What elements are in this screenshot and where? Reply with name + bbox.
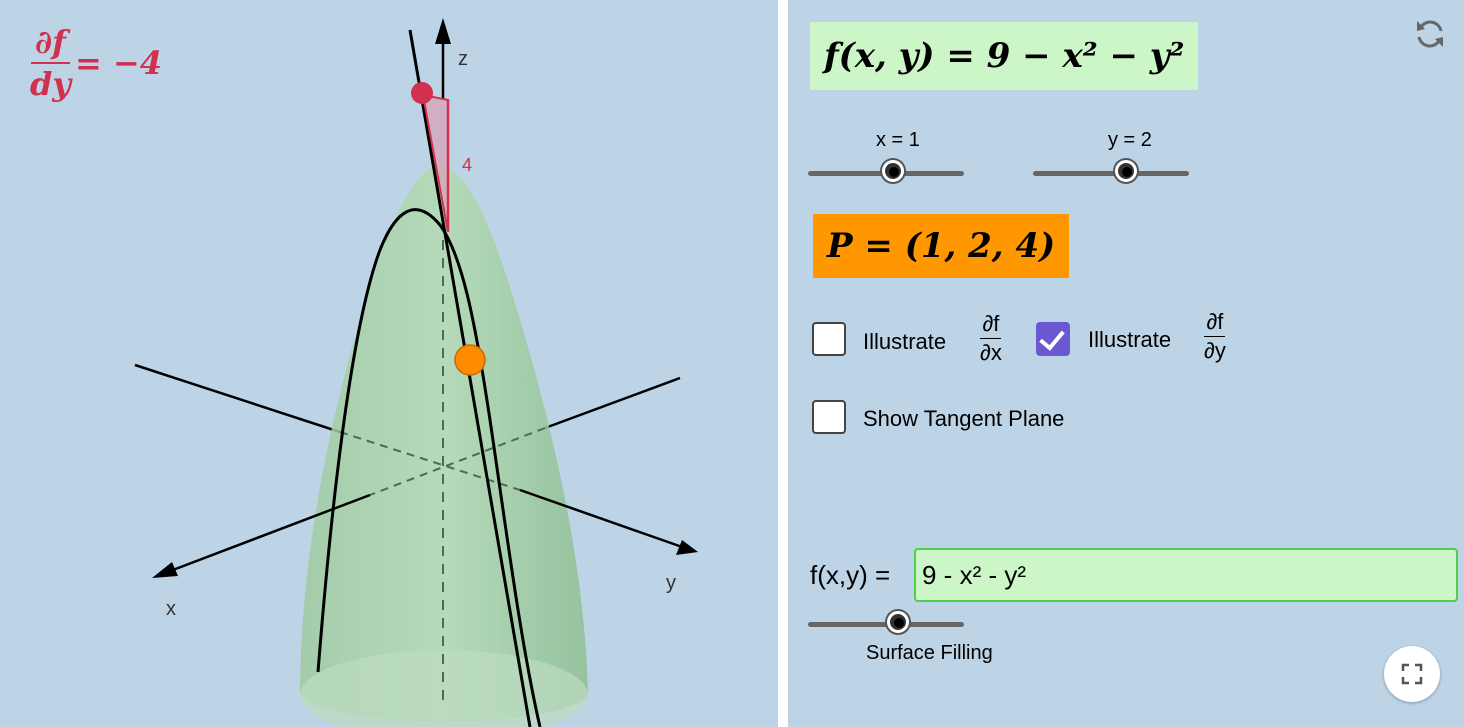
deriv-value: = −4 (74, 44, 162, 82)
function-formula: f(x, y) = 9 − x² − y² (810, 22, 1199, 90)
x-axis-hidden (339, 431, 521, 491)
z-axis-label: z (458, 48, 468, 70)
y-slider-track[interactable] (1033, 171, 1189, 176)
fullscreen-button[interactable] (1384, 646, 1440, 702)
x-axis-front (164, 493, 371, 575)
slope-point[interactable] (411, 82, 433, 104)
function-input[interactable]: 9 - x² - y² (914, 548, 1458, 602)
point-p-value: P = (1, 2, 4) (813, 214, 1070, 278)
reset-button[interactable] (1410, 14, 1450, 54)
surface-base (300, 650, 588, 727)
algebra-panel: f(x, y) = 9 − x² − y² x = 1 y = 2 P = (1… (788, 0, 1464, 727)
illustrate-dfdy-label: Illustrate (1088, 327, 1172, 352)
x-axis-back (134, 363, 341, 434)
fullscreen-icon (1401, 663, 1423, 685)
dfdy-den: ∂y (1204, 338, 1226, 363)
illustrate-dfdx-label: Illustrate (863, 329, 947, 354)
illustrate-dfdy-checkbox[interactable] (1036, 322, 1070, 356)
y-slider-label: y = 2 (1108, 129, 1152, 151)
y-axis-label: y (666, 572, 676, 594)
partial-derivative-label: ∂f dy = −4 (30, 22, 162, 104)
point-p[interactable] (454, 344, 486, 376)
illustrate-dfdx-checkbox[interactable] (812, 322, 846, 356)
x-slider-knob[interactable] (882, 160, 904, 182)
3d-scene[interactable] (0, 0, 778, 727)
tangent-line (408, 29, 532, 727)
z-axis-arrow (435, 18, 451, 44)
slope-label: 4 (462, 155, 473, 175)
reset-icon (1417, 20, 1443, 48)
function-input-label: f(x,y) = (810, 560, 891, 590)
graphics-view[interactable]: ∂f dy = −4 z x y 4 (0, 0, 788, 727)
dfdx-num: ∂f (980, 310, 1002, 339)
show-tangent-plane-label: Show Tangent Plane (863, 406, 1065, 431)
surface-filling-knob[interactable] (887, 611, 909, 633)
dfdy-fraction: ∂f ∂y (1204, 308, 1226, 365)
y-axis-arrow (676, 540, 698, 555)
x-slider-label: x = 1 (876, 129, 920, 151)
x-axis-arrow (152, 562, 178, 578)
dfdx-den: ∂x (980, 340, 1002, 365)
deriv-denominator: dy (30, 65, 71, 103)
deriv-numerator: ∂f (31, 22, 70, 64)
surface-filling-label: Surface Filling (866, 642, 993, 664)
dfdy-num: ∂f (1204, 308, 1226, 337)
y-axis-back (544, 376, 681, 430)
y-axis-hidden (369, 427, 546, 496)
y-axis-front (519, 488, 686, 550)
trace-curve (316, 208, 542, 727)
surface-filling-track[interactable] (808, 622, 964, 627)
show-tangent-plane-checkbox[interactable] (812, 400, 846, 434)
x-axis-label: x (166, 598, 176, 620)
y-slider-knob[interactable] (1115, 160, 1137, 182)
dfdx-fraction: ∂f ∂x (980, 310, 1002, 367)
